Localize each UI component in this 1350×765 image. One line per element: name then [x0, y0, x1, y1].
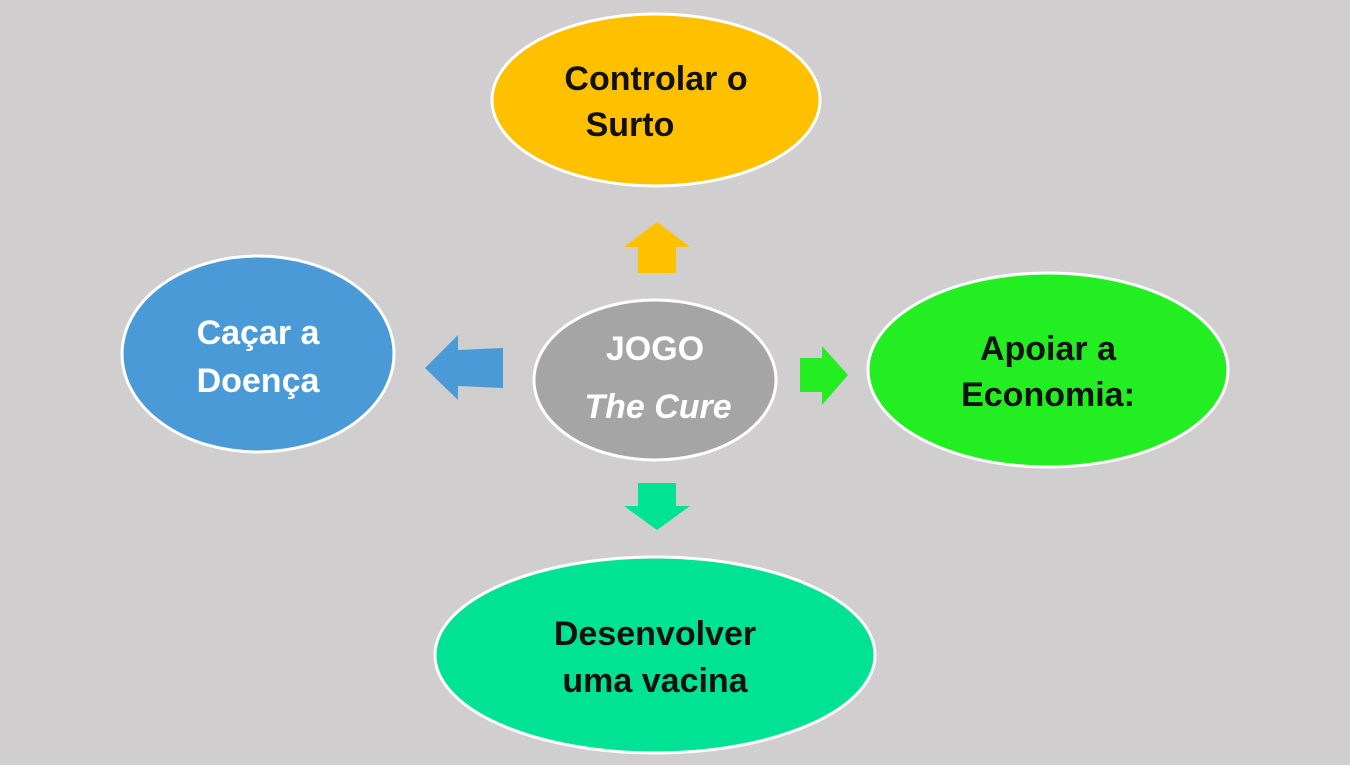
node-cacar-a-doenca: Caçar a Doença: [120, 254, 396, 454]
node-center-jogo: JOGO The Cure: [532, 298, 778, 462]
center-subtitle: The Cure: [584, 388, 731, 426]
arrow-left-icon: [425, 335, 503, 400]
arrow-up-icon: [624, 222, 690, 273]
node-label-line1: Controlar o: [564, 60, 747, 98]
node-label-line2: Doença: [197, 362, 321, 400]
center-title: JOGO: [606, 330, 704, 368]
node-label-line2: Surto: [586, 106, 675, 144]
node-label-line1: Caçar a: [197, 314, 321, 352]
node-controlar-o-surto: Controlar o Surto: [490, 12, 822, 188]
node-desenvolver-uma-vacina: Desenvolver uma vacina: [433, 555, 877, 755]
arrow-down-icon: [624, 483, 690, 530]
arrow-right-icon: [800, 346, 848, 405]
node-label-line1: Apoiar a: [980, 330, 1117, 368]
node-label-line1: Desenvolver: [554, 615, 756, 653]
node-apoiar-a-economia: Apoiar a Economia:: [866, 271, 1230, 469]
node-label-line2: uma vacina: [562, 662, 748, 700]
node-label-line2: Economia:: [961, 376, 1135, 414]
